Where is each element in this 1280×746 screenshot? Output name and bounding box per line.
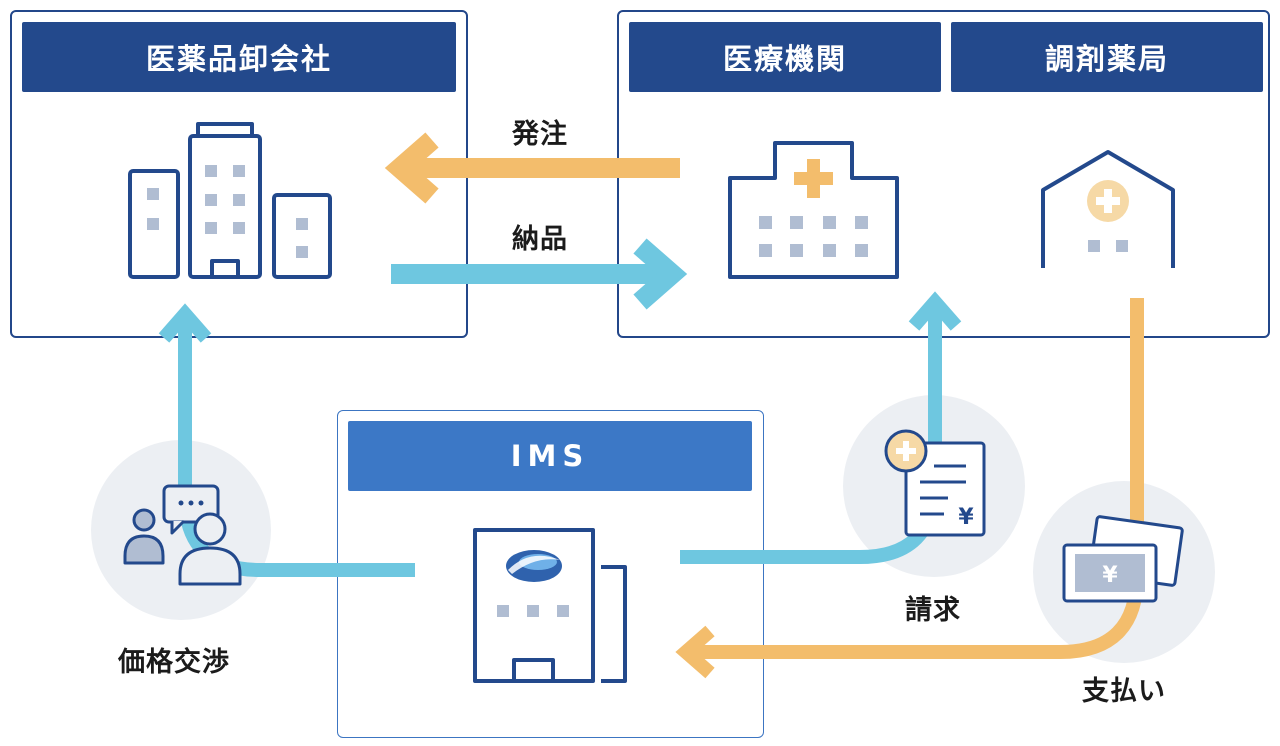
order-arrow — [384, 132, 680, 204]
pharmacy-title: 調剤薬局 — [951, 22, 1263, 92]
svg-text:¥: ¥ — [958, 505, 974, 530]
billing-label: 請求 — [905, 595, 961, 626]
office-buildings-icon — [128, 122, 332, 279]
wholesaler-title: 医薬品卸会社 — [22, 22, 456, 92]
svg-text:¥: ¥ — [1102, 563, 1118, 588]
invoice-yen-icon: ¥ — [884, 429, 986, 537]
delivery-label: 納品 — [512, 224, 568, 255]
hospital-icon — [728, 141, 899, 279]
yen-banknotes-icon: ¥ — [1062, 515, 1184, 603]
medical-institution-title: 医療機関 — [629, 22, 941, 92]
people-chat-icon — [123, 484, 242, 586]
ims-building-icon — [473, 528, 627, 683]
office-window-squares — [147, 165, 308, 258]
ims-title: IMS — [348, 421, 752, 491]
delivery-arrow — [391, 238, 688, 310]
negotiation-label: 価格交渉 — [118, 647, 230, 678]
ims-logo-mark — [506, 550, 562, 582]
order-label: 発注 — [512, 119, 568, 150]
payment-label: 支払い — [1082, 676, 1166, 707]
pharmacy-house-icon — [1041, 150, 1175, 268]
